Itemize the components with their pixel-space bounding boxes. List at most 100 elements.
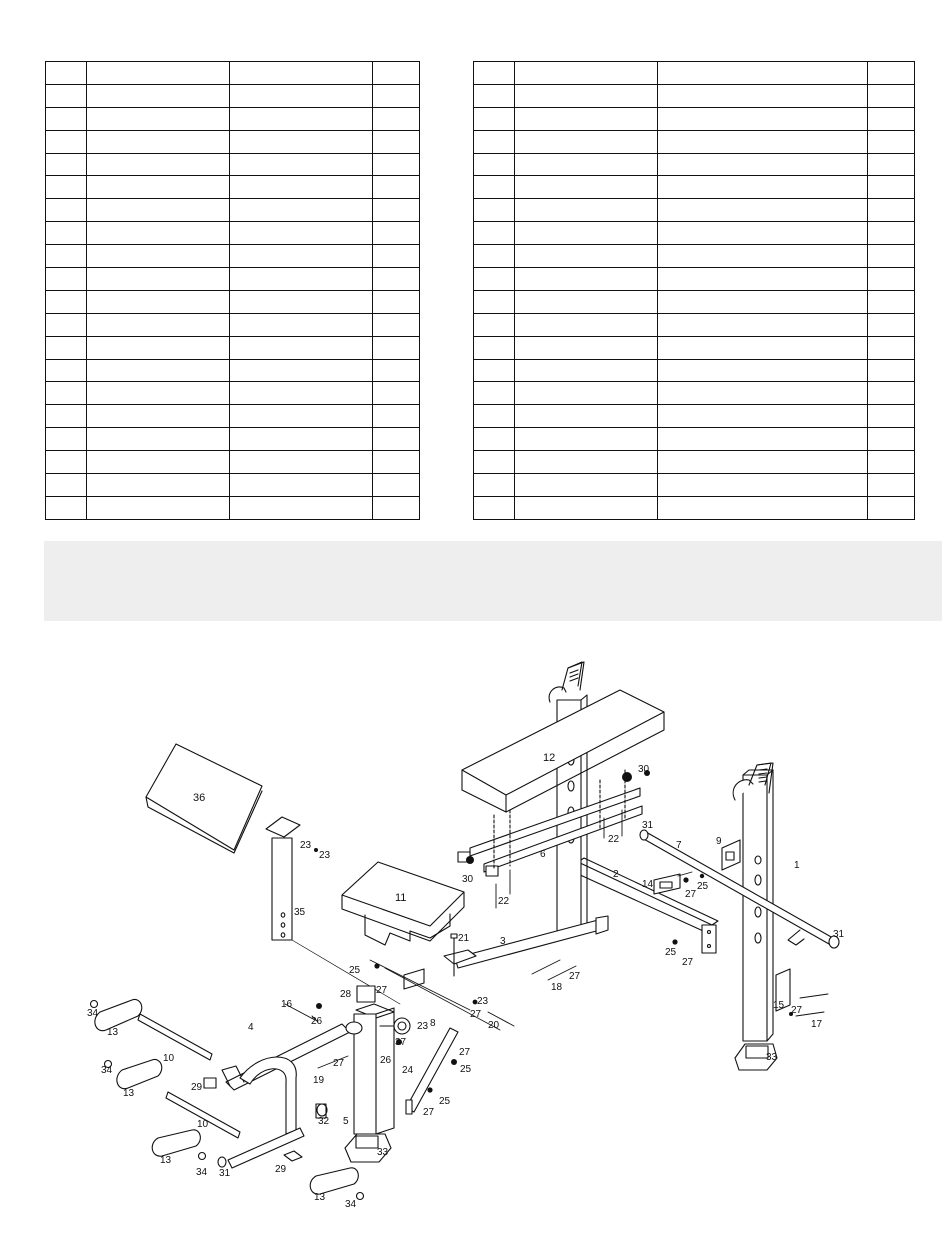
table-cell <box>514 427 658 452</box>
table-cell <box>86 495 230 520</box>
table-cell <box>473 129 515 154</box>
table-cell <box>657 495 868 520</box>
table-row <box>45 335 420 360</box>
table-cell <box>657 381 868 406</box>
table-cell <box>867 473 915 497</box>
c-33a: 33 <box>766 1052 778 1063</box>
diagonal-support <box>405 1027 459 1115</box>
table-cell <box>86 427 230 452</box>
c-26a: 26 <box>311 1016 323 1027</box>
table-cell <box>657 129 868 154</box>
table-cell <box>45 106 87 131</box>
table-cell <box>514 83 658 108</box>
c-6: 6 <box>540 849 546 860</box>
table-cell <box>86 175 230 200</box>
table-cell <box>372 267 420 291</box>
table-cell <box>657 404 868 429</box>
table-cell <box>45 358 87 383</box>
table-cell <box>514 106 658 131</box>
c-16: 16 <box>281 999 293 1010</box>
table-row <box>473 198 915 223</box>
table-cell <box>514 289 658 314</box>
table-row <box>473 473 915 497</box>
table-cell <box>229 312 373 337</box>
c-27c: 27 <box>569 971 581 982</box>
c-29a: 29 <box>191 1082 203 1093</box>
table-cell <box>45 450 87 475</box>
table-cell <box>372 335 420 360</box>
c-25d: 25 <box>460 1064 472 1075</box>
table-cell <box>372 495 420 520</box>
table-row <box>45 358 420 383</box>
c-9: 9 <box>716 836 722 847</box>
table-cell <box>657 244 868 269</box>
hardware-nuts <box>314 770 793 1093</box>
c-37: 37 <box>395 1037 407 1048</box>
table-cell <box>473 450 515 475</box>
table-row <box>45 198 420 223</box>
table-cell <box>372 244 420 269</box>
table-cell <box>372 404 420 429</box>
table-cell <box>657 450 868 475</box>
c-30b: 30 <box>462 874 474 885</box>
table-cell <box>514 152 658 177</box>
c-13a: 13 <box>107 1027 119 1038</box>
table-cell <box>657 152 868 177</box>
table-cell <box>45 289 87 314</box>
table-cell <box>229 473 373 497</box>
table-cell <box>86 312 230 337</box>
table-cell <box>514 335 658 360</box>
table-row <box>473 450 915 475</box>
table-cell <box>45 175 87 200</box>
table-cell <box>45 495 87 520</box>
c-27b: 27 <box>682 957 694 968</box>
c-25c: 25 <box>349 965 361 976</box>
c-25e: 25 <box>439 1096 451 1107</box>
table-cell <box>229 289 373 314</box>
table-cell <box>86 450 230 475</box>
table-row <box>45 495 420 520</box>
c-34c: 34 <box>196 1167 208 1178</box>
curl-pad <box>145 743 263 854</box>
table-cell <box>372 427 420 452</box>
cap-28 <box>356 985 376 1003</box>
table-cell <box>229 244 373 269</box>
table-cell <box>657 335 868 360</box>
table-cell <box>473 83 515 108</box>
seat-tube <box>443 915 609 969</box>
table-cell <box>867 495 915 520</box>
table-row <box>45 129 420 154</box>
c-25b: 25 <box>665 947 677 958</box>
leg-lift-frame <box>221 1021 363 1135</box>
seat-bracket <box>369 959 501 1031</box>
table-row <box>473 289 915 314</box>
table-cell <box>657 312 868 337</box>
table-cell <box>229 495 373 520</box>
c-30a: 30 <box>638 764 650 775</box>
table-cell <box>372 61 420 85</box>
table-cell <box>45 427 87 452</box>
note-band <box>44 541 942 621</box>
table-cell <box>86 289 230 314</box>
table-cell <box>473 427 515 452</box>
c-26b: 26 <box>380 1055 392 1066</box>
table-row <box>45 473 420 497</box>
table-row <box>473 427 915 452</box>
table-cell <box>86 129 230 154</box>
c-22a: 22 <box>608 834 620 845</box>
roller-middle <box>103 1058 241 1139</box>
table-cell <box>372 152 420 177</box>
table-cell <box>514 404 658 429</box>
table-cell <box>229 404 373 429</box>
hardware-bolts <box>284 809 829 1069</box>
table-cell <box>86 198 230 223</box>
table-row <box>473 267 915 291</box>
c-31b: 31 <box>833 929 845 940</box>
cap-29 <box>203 1077 303 1162</box>
roller-upper <box>89 998 213 1061</box>
table-cell <box>372 473 420 497</box>
c-35: 35 <box>294 907 306 918</box>
c-22b: 22 <box>498 896 510 907</box>
table-cell <box>514 358 658 383</box>
c-24: 24 <box>402 1065 414 1076</box>
